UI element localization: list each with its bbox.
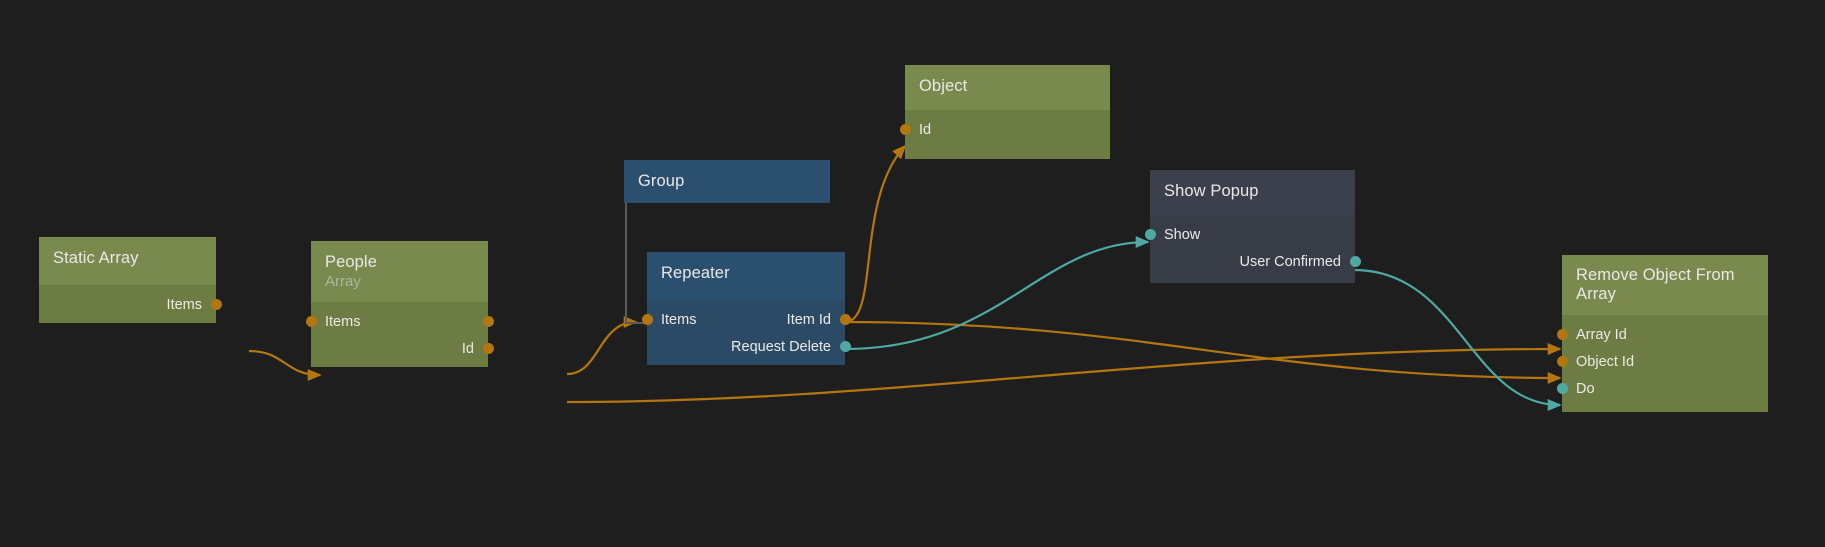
node-object[interactable]: Object Id [899,65,1110,159]
group-bracket-line [625,196,649,324]
port-label-people-id: Id [461,340,474,357]
node-repeater-body: Items Item Id Request Delete [641,300,851,365]
node-remove-object-from-array-title: Remove Object From Array [1576,266,1735,303]
repeater-request-delete-to-show-popup-show[interactable] [844,236,1150,351]
node-remove-object-from-array-header: Remove Object From Array [1562,255,1768,315]
people-items-out-to-repeater-items[interactable] [566,316,638,376]
node-repeater[interactable]: Repeater Items Item Id Request Delete [641,252,851,365]
port-dot-repeater-items[interactable] [641,314,653,325]
port-dot-repeater-request-delete[interactable] [839,341,851,352]
port-row-show-popup-user-confirmed[interactable]: User Confirmed [1150,248,1361,275]
node-group-title: Group [638,172,685,190]
node-group-header: Group [624,160,830,203]
port-dot-show-popup-user-confirmed[interactable] [1349,256,1361,267]
port-dot-people-items-in[interactable] [305,316,317,327]
node-remove-object-from-array[interactable]: Remove Object From Array Array Id Object… [1556,255,1768,412]
port-label-static-array-items: Items [166,296,202,313]
port-row-remove-object-object-id[interactable]: Object Id [1556,348,1768,375]
node-people-body: Items Id [305,302,494,367]
port-label-object-id: Id [919,121,932,138]
port-dot-repeater-item-id[interactable] [839,314,851,325]
port-row-remove-object-do[interactable]: Do [1556,375,1768,402]
port-dot-people-id-out[interactable] [482,343,494,354]
static-array-items-to-people-items[interactable] [248,349,322,381]
port-label-repeater-request-delete: Request Delete [731,338,831,355]
repeater-item-id-to-remove-object-id[interactable] [844,320,1562,384]
node-static-array-title: Static Array [53,249,139,267]
port-row-remove-object-array-id[interactable]: Array Id [1556,321,1768,348]
node-people-header: People Array [311,241,488,302]
port-dot-remove-object-array-id[interactable] [1556,329,1568,340]
port-row-repeater-items[interactable]: Items Item Id [641,306,851,333]
node-object-body: Id [899,110,1110,159]
port-row-people-id[interactable]: Id [311,335,494,362]
port-label-repeater-items: Items [661,311,697,328]
node-repeater-header: Repeater [647,252,845,300]
port-label-remove-object-object-id: Object Id [1576,353,1635,370]
port-row-object-id[interactable]: Id [899,116,1110,143]
node-object-header: Object [905,65,1110,110]
port-dot-show-popup-show[interactable] [1144,229,1156,240]
port-row-static-array-items[interactable]: Items [39,291,222,318]
repeater-item-id-to-object-id[interactable] [844,144,907,324]
node-people-subtitle: Array [325,273,361,290]
node-group[interactable]: Group [624,160,830,203]
port-label-show-popup-show: Show [1164,226,1201,243]
port-dot-people-items-out[interactable] [482,316,494,327]
port-dot-remove-object-do[interactable] [1556,383,1568,394]
port-dot-static-array-items[interactable] [210,299,222,310]
node-static-array[interactable]: Static Array Items [39,237,222,323]
port-label-show-popup-user-confirmed: User Confirmed [1239,253,1341,270]
port-dot-remove-object-object-id[interactable] [1556,356,1568,367]
user-confirmed-to-remove-object-do[interactable] [1353,268,1562,411]
node-static-array-header: Static Array [39,237,216,285]
node-object-title: Object [919,77,968,95]
node-repeater-title: Repeater [661,264,730,282]
node-people[interactable]: People Array Items Id [305,241,494,367]
port-dot-object-id[interactable] [899,124,911,135]
node-people-title: People [325,253,377,271]
node-static-array-body: Items [39,285,222,323]
port-row-people-items[interactable]: Items [305,308,494,335]
node-show-popup-header: Show Popup [1150,170,1355,215]
node-show-popup-body: Show User Confirmed [1144,215,1361,283]
node-show-popup-title: Show Popup [1164,182,1259,200]
port-row-show-popup-show[interactable]: Show [1144,221,1355,248]
port-row-repeater-request-delete[interactable]: Request Delete [647,333,851,360]
node-show-popup[interactable]: Show Popup Show User Confirmed [1144,170,1361,283]
node-remove-object-from-array-body: Array Id Object Id Do [1556,315,1768,412]
port-label-remove-object-array-id: Array Id [1576,326,1627,343]
port-label-people-items: Items [325,313,361,330]
port-label-repeater-item-id: Item Id [786,311,831,328]
port-label-remove-object-do: Do [1576,380,1595,397]
